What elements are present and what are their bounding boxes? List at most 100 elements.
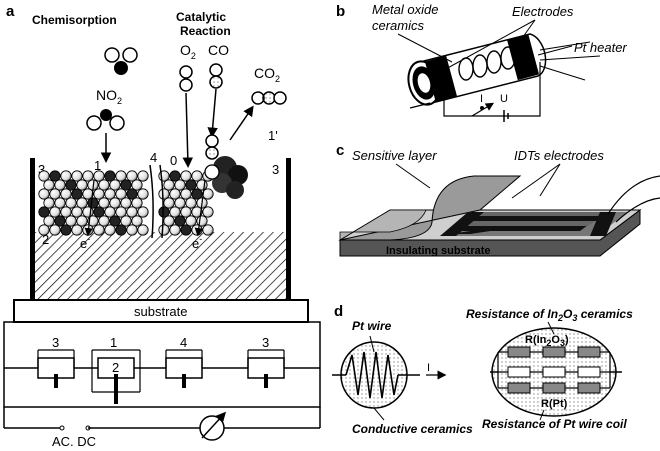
sensitive-layer-label: Sensitive layer bbox=[352, 148, 437, 163]
lattice-atom bbox=[76, 215, 88, 227]
electrodes-label: Electrodes bbox=[512, 4, 574, 19]
lattice-atom bbox=[87, 215, 99, 227]
lattice-atom bbox=[163, 179, 175, 191]
lattice-atom bbox=[202, 188, 214, 200]
circuit-box bbox=[3, 321, 321, 408]
lattice-atom bbox=[104, 188, 116, 200]
lattice-atom bbox=[131, 179, 143, 191]
lattice-atom bbox=[109, 179, 121, 191]
svg-text:NO2: NO2 bbox=[96, 87, 122, 106]
lattice-atom bbox=[163, 215, 175, 227]
panel-c-label: c bbox=[336, 142, 344, 159]
lattice-atom bbox=[43, 179, 55, 191]
lattice-atom bbox=[38, 206, 50, 218]
lattice-atom bbox=[131, 215, 143, 227]
lattice-atom bbox=[49, 170, 61, 182]
insulating-substrate-label: Insulating substrate bbox=[386, 245, 491, 257]
lattice-atom bbox=[65, 215, 77, 227]
b-current-label: I bbox=[480, 93, 483, 105]
lattice-atom bbox=[169, 170, 181, 182]
b-meter-arrow bbox=[471, 102, 495, 117]
pt-heater-label: Pt heater bbox=[574, 40, 627, 55]
lattice-atom bbox=[93, 224, 105, 236]
lattice-atom bbox=[115, 170, 127, 182]
lattice-atom bbox=[185, 197, 197, 209]
lattice-atom bbox=[126, 224, 138, 236]
idt-electrodes bbox=[440, 212, 628, 236]
lattice-atom bbox=[98, 179, 110, 191]
lattice-atom bbox=[71, 188, 83, 200]
co-adsorb-arrow bbox=[207, 88, 218, 138]
resistor-1-2 bbox=[91, 349, 141, 404]
resistor-3-right bbox=[247, 349, 285, 388]
lattice-atom bbox=[158, 188, 170, 200]
pt-wire-zigzag bbox=[345, 351, 399, 399]
r-pt-2 bbox=[542, 366, 566, 378]
label-3-left: 3 bbox=[38, 162, 45, 177]
lattice-atom bbox=[43, 197, 55, 209]
circuit-label-3-right: 3 bbox=[262, 335, 269, 350]
svg-text:Resistance of In2O3 ceramics: Resistance of In2O3 ceramics bbox=[466, 307, 633, 323]
lattice-atom bbox=[180, 170, 192, 182]
lattice-atom bbox=[82, 170, 94, 182]
lattice-atom bbox=[93, 206, 105, 218]
lattice-atom bbox=[126, 170, 138, 182]
panel-a: a Chemisorption Catalytic Reaction NO2 O… bbox=[3, 3, 321, 449]
o2-adsorb-arrow bbox=[182, 92, 194, 168]
lattice-atom bbox=[82, 188, 94, 200]
idts-label: IDTs electrodes bbox=[514, 148, 604, 163]
panel-d: d Pt wire Resistance of In2O3 ceramics I bbox=[332, 303, 633, 436]
lattice-atom bbox=[120, 197, 132, 209]
substrate-label: substrate bbox=[134, 304, 187, 319]
lattice-atom bbox=[104, 170, 116, 182]
lattice-atom bbox=[43, 215, 55, 227]
svg-text:0: 0 bbox=[170, 153, 177, 168]
r-pt-3 bbox=[577, 366, 601, 378]
co-label: CO bbox=[208, 42, 229, 58]
lattice-atom bbox=[115, 206, 127, 218]
resistance-in2o3-label: Resistance of In bbox=[466, 307, 558, 321]
sensitive-layer bbox=[339, 175, 522, 241]
no2-molecule bbox=[86, 109, 125, 131]
lattice-atom bbox=[137, 224, 149, 236]
svg-text:e-: e- bbox=[80, 234, 90, 251]
svg-text:R(In2O3): R(In2O3) bbox=[525, 334, 569, 348]
lattice-atom bbox=[180, 224, 192, 236]
b-voltage-label: U bbox=[500, 93, 508, 105]
metal-oxide-label-2: ceramics bbox=[372, 18, 425, 33]
right-electrode bbox=[286, 158, 291, 300]
lattice-atom bbox=[49, 224, 61, 236]
co2-label: CO bbox=[254, 65, 275, 81]
catalytic-label: Catalytic bbox=[176, 10, 226, 24]
r-in2o3-2 bbox=[542, 346, 566, 358]
left-electrode bbox=[30, 158, 35, 300]
d-current-label: I bbox=[427, 362, 430, 374]
lattice-atom bbox=[38, 188, 50, 200]
lattice-atom bbox=[93, 170, 105, 182]
circuit-label-1: 1 bbox=[110, 335, 117, 350]
co2-subscript: 2 bbox=[275, 74, 280, 84]
surface-co-molecule bbox=[205, 134, 219, 160]
lattice-atom bbox=[137, 170, 149, 182]
r-pt-1 bbox=[507, 366, 531, 378]
lattice-atom bbox=[109, 197, 121, 209]
o2-subscript: 2 bbox=[191, 51, 196, 61]
co2-molecule bbox=[251, 91, 287, 105]
svg-text:O2: O2 bbox=[180, 42, 196, 61]
lattice-atom bbox=[191, 206, 203, 218]
lattice-atom bbox=[54, 179, 66, 191]
r-in2o3-3 bbox=[577, 346, 601, 358]
r-in2o3-1 bbox=[507, 346, 531, 358]
free-molecule-no2 bbox=[104, 47, 138, 75]
lattice-atom bbox=[93, 188, 105, 200]
lattice-atom bbox=[76, 179, 88, 191]
lattice-atom bbox=[71, 206, 83, 218]
lattice-atom bbox=[174, 215, 186, 227]
lattice-atom bbox=[180, 206, 192, 218]
label-4: 4 bbox=[150, 150, 157, 165]
circuit-label-3-left: 3 bbox=[52, 335, 59, 350]
resistance-pt-label: Resistance of Pt wire coil bbox=[482, 417, 627, 431]
electron-right-sign: - bbox=[199, 234, 202, 244]
lattice-atom bbox=[174, 179, 186, 191]
label-1-prime: 1' bbox=[268, 128, 278, 143]
